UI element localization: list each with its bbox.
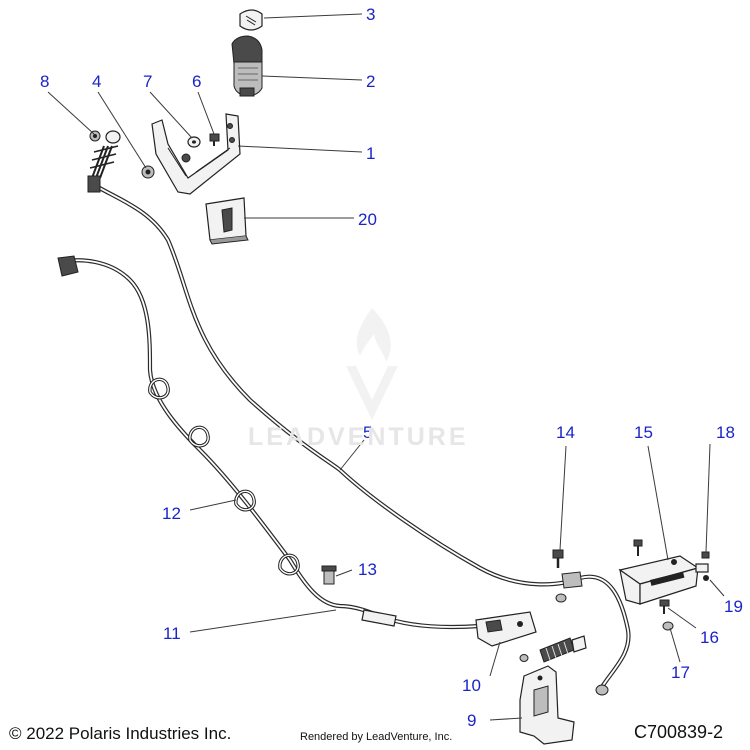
callout-16: 16 — [700, 628, 719, 647]
part-16-bolt — [659, 599, 670, 614]
callout-5: 5 — [363, 423, 372, 442]
callout-labels: 1 2 3 4 5 6 7 8 9 10 11 12 13 14 15 16 1… — [40, 5, 743, 730]
copyright-text: © 2022 Polaris Industries Inc. — [9, 724, 232, 743]
part-12-clips — [148, 377, 300, 576]
diagram-id: C700839-2 — [634, 722, 724, 742]
part-3-knob-cap — [239, 9, 263, 31]
callout-14: 14 — [556, 423, 575, 442]
callout-1: 1 — [366, 144, 375, 163]
part-18-screw — [701, 551, 710, 559]
part-6-screw — [209, 133, 220, 146]
callout-12: 12 — [162, 504, 181, 523]
watermark-text: LEADVENTURE — [248, 423, 469, 451]
part-17-nut — [662, 621, 674, 631]
callout-15: 15 — [634, 423, 653, 442]
callout-19: 19 — [724, 597, 743, 616]
callout-7: 7 — [143, 72, 152, 91]
part-2-shift-knob — [231, 35, 263, 97]
part-13-fitting — [321, 565, 337, 585]
watermark-logo — [346, 308, 398, 420]
callout-2: 2 — [366, 72, 375, 91]
callout-4: 4 — [92, 72, 101, 91]
part-14-bolt — [552, 549, 567, 603]
leader-lines — [47, 13, 725, 721]
callout-3: 3 — [366, 5, 375, 24]
part-11-lower-cable — [57, 255, 483, 630]
rendered-by-text: Rendered by LeadVenture, Inc. — [300, 731, 453, 743]
callout-10: 10 — [462, 676, 481, 695]
part-9-lower-bracket — [519, 665, 575, 745]
part-8-nut — [89, 130, 101, 142]
part-19-clip — [695, 563, 709, 581]
part-1-lever-bracket — [151, 113, 241, 195]
part-5-main-cable — [87, 130, 631, 696]
part-10-cable-bracket — [475, 611, 587, 663]
part-4-nut — [141, 165, 155, 179]
callout-9: 9 — [467, 711, 476, 730]
callout-17: 17 — [671, 663, 690, 682]
part-15-mounting-bracket — [618, 539, 700, 605]
callout-13: 13 — [358, 560, 377, 579]
part-20-plate — [205, 197, 249, 245]
callout-18: 18 — [716, 423, 735, 442]
callout-8: 8 — [40, 72, 49, 91]
callout-6: 6 — [192, 72, 201, 91]
callout-20: 20 — [358, 210, 377, 229]
callout-11: 11 — [163, 624, 181, 643]
part-7-washer — [187, 136, 201, 148]
